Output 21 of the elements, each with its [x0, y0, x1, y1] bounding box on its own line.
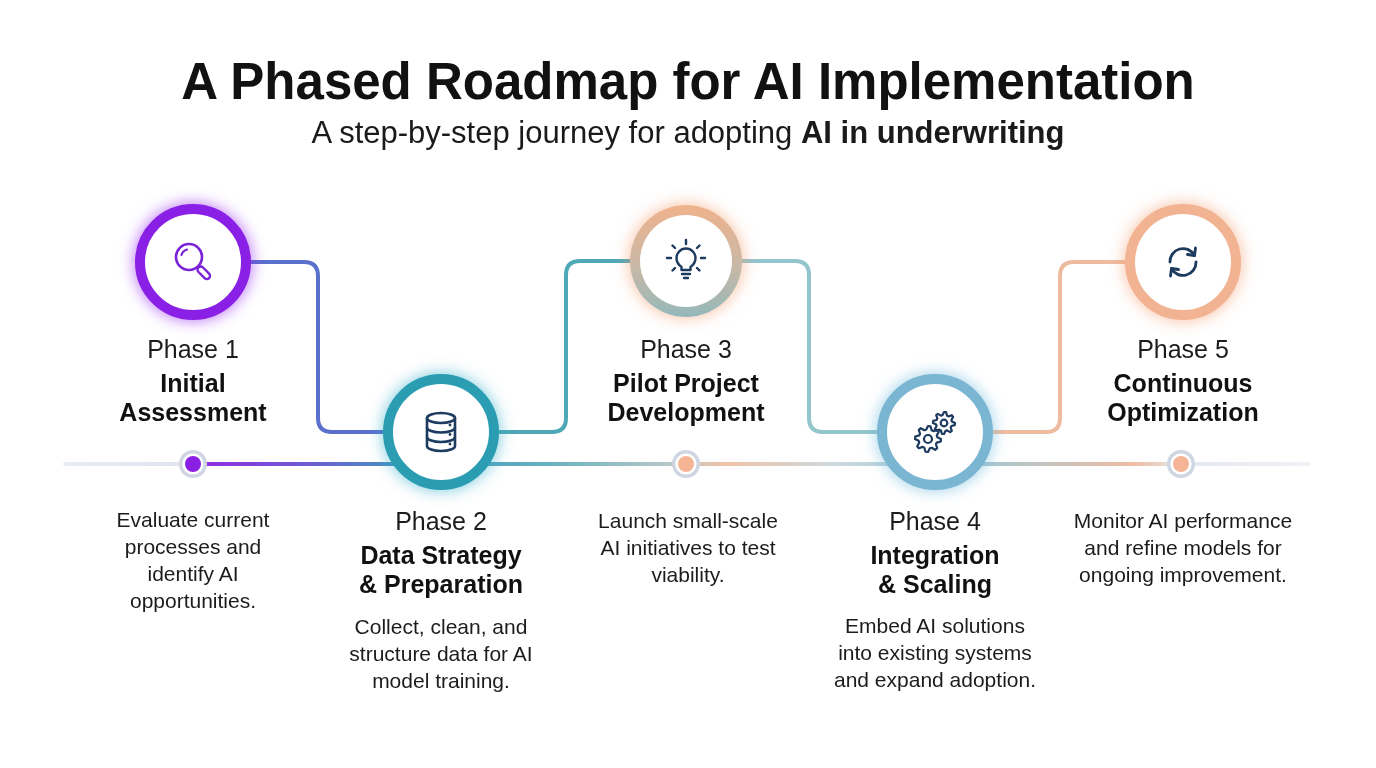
connector-line: [251, 260, 383, 434]
connector-line: [742, 259, 877, 434]
phase-description: Embed AI solutions into existing systems and expand adoption.: [833, 613, 1037, 693]
phase-number: Phase 5: [1136, 334, 1230, 364]
phase-description: Collect, clean, and structure data for AI model training.: [348, 614, 534, 694]
phase-description: Launch small-scale AI initiatives to test viability.: [597, 508, 779, 588]
phase-number: Phase 2: [394, 506, 488, 536]
phase-title: Integration & Scaling: [869, 541, 1001, 599]
phase-description: Monitor AI performance and refine models for ongoing improvement.: [1072, 508, 1294, 588]
phase-description: Evaluate current processes and identify AI opportunities.: [115, 507, 271, 614]
phase-title: Continuous Optimization: [1106, 369, 1260, 427]
phase-number: Phase 3: [639, 334, 733, 364]
connector-line: [499, 259, 630, 434]
phase-number: Phase 1: [146, 334, 240, 364]
subtitle: A step-by-step journey for adopting AI in underwriting: [311, 114, 1065, 152]
title: A Phased Roadmap for AI Implementation: [181, 52, 1195, 112]
phase-title: Data Strategy & Preparation: [358, 541, 524, 599]
connector-line: [993, 260, 1125, 434]
phase-number: Phase 4: [888, 506, 982, 536]
phase-title: Initial Assessment: [118, 369, 268, 427]
phase-title: Pilot Project Development: [606, 369, 766, 427]
